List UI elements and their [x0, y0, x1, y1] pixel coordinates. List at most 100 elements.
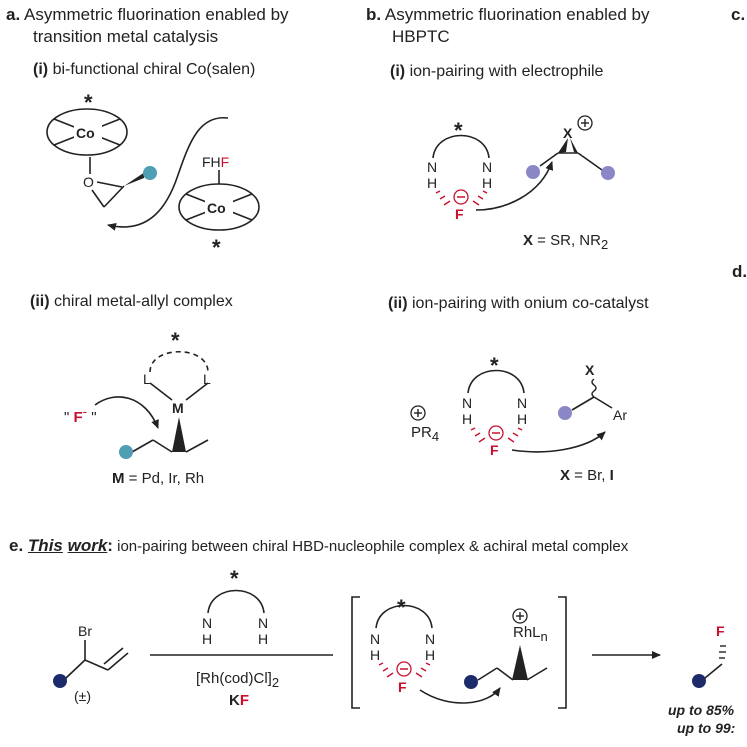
b-sub-ii-label: (ii)	[388, 295, 408, 312]
hydrogen-atom: H	[370, 647, 381, 663]
substituent-dot	[464, 675, 478, 689]
nitrogen-atom: N	[202, 615, 213, 631]
sub-ii-label: (ii)	[30, 293, 50, 310]
panel-a-title-1: Asymmetric fluorination enabled by	[23, 5, 289, 24]
panel-e-label: e.	[9, 536, 24, 555]
panel-b-label: b.	[366, 5, 382, 24]
fluoride-atom: F	[398, 679, 407, 695]
hydrogen-atom: H	[462, 411, 473, 427]
x-atom: X	[585, 362, 595, 378]
sub-ii-text: chiral metal-allyl complex	[54, 293, 233, 310]
nitrogen-atom: N	[370, 631, 381, 647]
epoxide	[91, 181, 125, 208]
negative-charge-icon	[396, 661, 412, 677]
x-def-bold: X	[523, 232, 534, 249]
substituent-dot	[143, 166, 157, 180]
panel-a-sub-i: (i) bi-functional chiral Co(salen)	[33, 60, 255, 79]
x-def-sub: 2	[600, 237, 609, 252]
intermediate-brackets	[351, 596, 567, 709]
metal-definition: M = Pd, Ir, Rh	[112, 470, 204, 488]
fluoride-atom: F	[455, 206, 464, 222]
reagent-kf: KF	[229, 692, 249, 710]
chiral-star: *	[84, 90, 93, 115]
benzylic-substrate	[571, 396, 613, 411]
cobalt-atom: Co	[207, 200, 226, 216]
this-text: This	[27, 536, 63, 555]
x-atom: X	[563, 125, 573, 141]
x2-def-i: I	[609, 467, 614, 484]
hydrogen-atom: H	[425, 647, 436, 663]
attack-arrow-e	[419, 687, 501, 704]
nitrogen-atom: N	[425, 631, 436, 647]
attack-arrow-b2	[511, 431, 606, 453]
sub-i-label: (i)	[33, 61, 49, 78]
hbd-backbone	[432, 134, 490, 159]
sub-i-text: bi-functional chiral Co(salen)	[52, 61, 256, 78]
metal-allyl-wedge	[172, 417, 186, 452]
oxygen-atom: O	[83, 174, 94, 190]
chiral-star: *	[490, 353, 499, 378]
hydrogen-atom: H	[258, 631, 269, 647]
chiral-star: *	[171, 328, 180, 353]
metal-atom: M	[172, 400, 184, 416]
aryl-label: Ar	[613, 407, 627, 423]
substituent-dot	[526, 165, 540, 179]
racemic-label: (±)	[74, 688, 92, 704]
wedge-bond	[124, 172, 145, 186]
panel-a-title-2: transition metal catalysis	[33, 27, 219, 46]
product-fluorine: F	[716, 623, 725, 639]
panel-b-title-2: HBPTC	[392, 27, 450, 46]
fluoride-attack-arrow	[94, 396, 159, 429]
episulfonium-ring	[539, 152, 603, 171]
chiral-ligand-dashed	[149, 351, 209, 373]
nitrogen-atom: N	[517, 395, 528, 411]
phosphonium-label: PR4	[411, 424, 439, 445]
panel-e-title: ion-pairing between chiral HBD-nucleophi…	[112, 538, 629, 555]
quote-open: "	[64, 409, 70, 426]
panel-b-title-1: Asymmetric fluorination enabled by	[384, 5, 650, 24]
bromine-atom: Br	[78, 623, 92, 639]
substituent-dot	[53, 674, 67, 688]
quote-close: "	[91, 409, 97, 426]
work-text: work	[67, 536, 108, 555]
wavy-bond	[591, 378, 597, 398]
x-definition: X = SR, NR2	[523, 232, 608, 253]
allyl-bromide	[65, 640, 129, 679]
k-text: K	[229, 692, 240, 709]
transfer-arrow-a	[107, 117, 229, 231]
m-def-bold: M	[112, 470, 125, 487]
negative-charge-icon	[488, 425, 504, 441]
fluoride-charge: -	[82, 404, 88, 419]
fluoride-atom: F	[490, 442, 499, 458]
panel-a-heading: a. Asymmetric fluorination enabled by	[6, 5, 289, 25]
nitrogen-atom: N	[462, 395, 473, 411]
panel-a-label: a.	[6, 5, 21, 24]
panel-c-label: c.	[731, 5, 746, 24]
ligand-atom: L	[143, 371, 151, 387]
catalyst-hbd-backbone	[207, 589, 265, 614]
hydrogen-atom: H	[482, 175, 493, 191]
panel-d-label: d.	[732, 262, 747, 281]
ligand-atom: L	[203, 371, 211, 387]
reagent-rh: [Rh(cod)Cl]2	[196, 670, 279, 691]
panel-b-sub-i: (i) ion-pairing with electrophile	[390, 62, 603, 81]
hydrogen-atom: H	[517, 411, 528, 427]
panel-a-sub-ii: (ii) chiral metal-allyl complex	[30, 292, 233, 311]
hbd-backbone-2	[467, 369, 525, 394]
selectivity-text: up to 99:	[677, 720, 736, 736]
chiral-star: *	[212, 235, 221, 260]
x2-definition: X = Br, I	[560, 467, 614, 485]
yield-text: up to 85%	[668, 702, 735, 718]
rh-complex-label: RhLn	[513, 624, 548, 645]
fluoride-f: F	[73, 409, 83, 426]
product-chain	[704, 663, 723, 679]
negative-charge-icon	[453, 189, 469, 205]
positive-charge-icon	[410, 405, 426, 421]
hydrogen-atom: H	[427, 175, 438, 191]
h-bond-hashes	[435, 190, 488, 206]
positive-charge-icon	[577, 115, 593, 131]
pr4-sub: 4	[431, 429, 440, 444]
substituent-dot	[558, 406, 572, 420]
nitrogen-atom: N	[258, 615, 269, 631]
